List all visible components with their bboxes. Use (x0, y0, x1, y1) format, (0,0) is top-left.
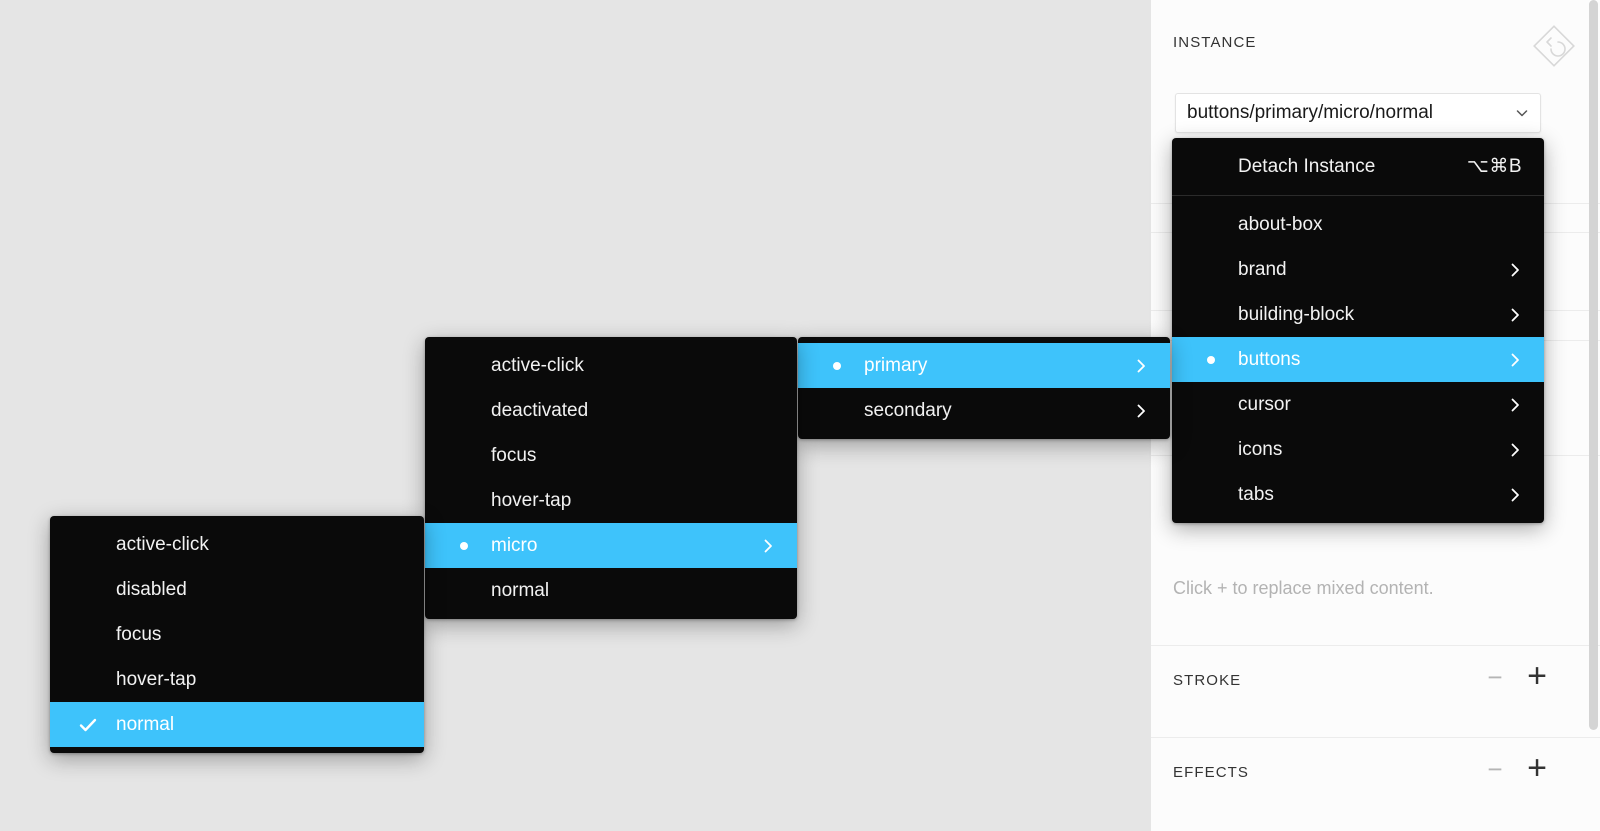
stroke-remove-button[interactable]: − (1487, 661, 1503, 692)
menu-item-label: micro (491, 534, 538, 556)
menu-item[interactable]: micro (425, 523, 797, 568)
menu-item-label: active-click (491, 354, 584, 376)
menu-item[interactable]: focus (50, 612, 424, 657)
menu-item[interactable]: brand (1172, 247, 1544, 292)
menu-item-label: hover-tap (491, 489, 572, 511)
menu-item-detach-instance[interactable]: Detach Instance ⌥⌘B (1172, 144, 1544, 189)
chevron-right-icon (1507, 396, 1524, 414)
menu-item-label: cursor (1238, 393, 1291, 415)
stroke-add-button[interactable]: + (1527, 656, 1547, 695)
chevron-right-icon (1507, 351, 1524, 369)
mixed-content-hint: Click + to replace mixed content. (1173, 578, 1434, 598)
menu-item-label: focus (491, 444, 537, 466)
menu-item-label: building-block (1238, 303, 1355, 325)
menu-item-label: primary (864, 354, 928, 376)
menu-item[interactable]: active-click (425, 343, 797, 388)
menu-item-label: buttons (1238, 348, 1301, 370)
reset-instance-icon[interactable] (1530, 22, 1578, 70)
menu-item[interactable]: primary (798, 343, 1170, 388)
menu-item-label: hover-tap (116, 668, 197, 690)
chevron-right-icon (1507, 261, 1524, 279)
menu-item[interactable]: focus (425, 433, 797, 478)
panel-divider (1151, 645, 1600, 646)
menu-item-label: about-box (1238, 213, 1323, 235)
menu-item[interactable]: normal (50, 702, 424, 747)
effects-remove-button[interactable]: − (1487, 753, 1503, 784)
page-title: INSTANCE (1173, 34, 1257, 51)
section-title-stroke: STROKE (1173, 672, 1242, 689)
chevron-right-icon (1507, 306, 1524, 324)
menu-item[interactable]: deactivated (425, 388, 797, 433)
selected-dot-icon (460, 541, 468, 550)
chevron-right-icon (1133, 402, 1150, 420)
chevron-right-icon (1133, 357, 1150, 375)
panel-divider (1151, 737, 1600, 738)
menu-item-label: Detach Instance (1238, 155, 1376, 177)
menu-item-label: icons (1238, 438, 1283, 460)
chevron-right-icon (760, 537, 777, 555)
buttons-submenu[interactable]: primary secondary (798, 337, 1170, 439)
menu-item-label: secondary (864, 399, 952, 421)
menu-item[interactable]: cursor (1172, 382, 1544, 427)
menu-item-label: disabled (116, 578, 187, 600)
panel-scrollbar[interactable] (1589, 0, 1598, 730)
primary-submenu[interactable]: active-click deactivated focus hover-tap mic… (425, 337, 797, 619)
menu-item[interactable]: about-box (1172, 202, 1544, 247)
menu-item-label: normal (116, 713, 175, 735)
micro-submenu[interactable]: active-click disabled focus hover-tap normal (50, 516, 424, 753)
menu-item-label: deactivated (491, 399, 589, 421)
selected-dot-icon (1207, 355, 1215, 364)
menu-item-label: normal (491, 579, 550, 601)
menu-item-label: brand (1238, 258, 1287, 280)
menu-item-shortcut: ⌥⌘B (1466, 155, 1522, 177)
chevron-right-icon (1507, 486, 1524, 504)
instance-swap-select[interactable]: buttons/primary/micro/normal (1175, 93, 1541, 133)
menu-item[interactable]: tabs (1172, 472, 1544, 517)
chevron-right-icon (1507, 441, 1524, 459)
menu-item[interactable]: hover-tap (425, 478, 797, 523)
menu-item[interactable]: secondary (798, 388, 1170, 433)
menu-item[interactable]: building-block (1172, 292, 1544, 337)
menu-item[interactable]: disabled (50, 567, 424, 612)
menu-item[interactable]: icons (1172, 427, 1544, 472)
instance-swap-menu[interactable]: Detach Instance ⌥⌘B about-box brand building… (1172, 138, 1544, 523)
menu-item-label: focus (116, 623, 162, 645)
menu-separator (1172, 195, 1544, 196)
checkmark-icon (78, 716, 98, 734)
selected-dot-icon (833, 361, 841, 370)
menu-item[interactable]: buttons (1172, 337, 1544, 382)
chevron-down-icon (1514, 105, 1530, 121)
menu-item-label: tabs (1238, 483, 1274, 505)
menu-item-label: active-click (116, 533, 209, 555)
section-title-effects: EFFECTS (1173, 764, 1250, 781)
instance-swap-value: buttons/primary/micro/normal (1187, 102, 1434, 123)
effects-add-button[interactable]: + (1527, 748, 1547, 787)
menu-item[interactable]: hover-tap (50, 657, 424, 702)
menu-item[interactable]: normal (425, 568, 797, 613)
menu-item[interactable]: active-click (50, 522, 424, 567)
